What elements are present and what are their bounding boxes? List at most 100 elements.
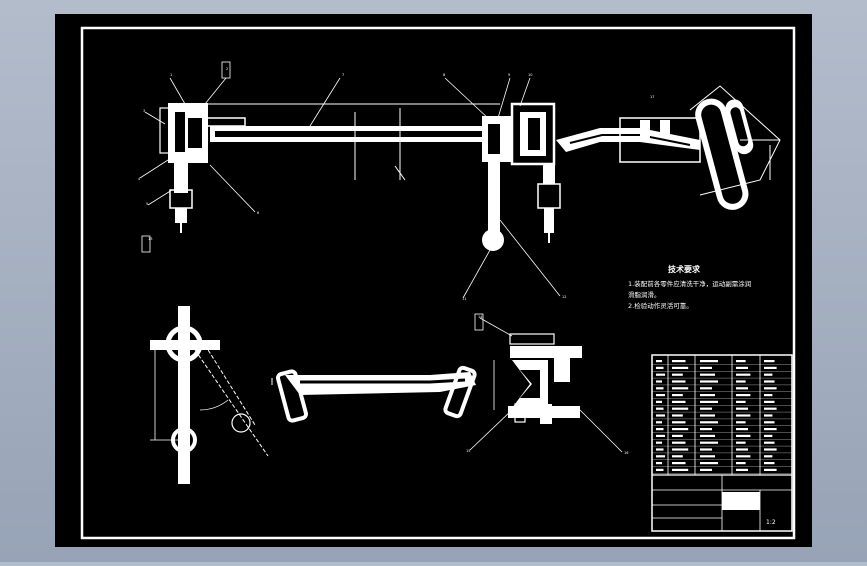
parts-list-cell <box>656 441 662 444</box>
parts-list-cell <box>700 366 712 369</box>
title-block-scale: 1:2 <box>766 519 776 526</box>
parts-list-cell <box>700 387 712 390</box>
parts-list-cell <box>736 373 751 376</box>
parts-list-cell <box>672 428 689 431</box>
parts-list-cell <box>764 394 773 397</box>
parts-list-cell <box>672 468 689 471</box>
parts-list-cell <box>672 421 686 424</box>
parts-list-cell <box>700 448 712 451</box>
parts-list-cell <box>656 394 665 397</box>
parts-list-cell <box>700 421 718 424</box>
parts-list-cell <box>700 373 715 376</box>
parts-list-cell <box>672 441 686 444</box>
parts-list-cell <box>656 414 665 417</box>
parts-list-cell <box>764 407 777 410</box>
part-balloon-8: 8 <box>443 73 445 77</box>
parts-list-cell <box>672 360 686 363</box>
parts-list-cell <box>656 428 664 431</box>
parts-list-cell <box>736 387 748 390</box>
part-balloon-5: 5 <box>146 202 148 206</box>
parts-list-cell <box>656 373 665 376</box>
parts-list-cell <box>672 434 683 437</box>
parts-list-cell <box>656 455 665 458</box>
part-balloon-12: 12 <box>562 295 566 299</box>
parts-list-cell <box>656 360 662 363</box>
parts-list-cell <box>656 468 664 471</box>
parts-list-cell <box>672 373 683 376</box>
parts-list-cell <box>700 468 712 471</box>
parts-list-cell <box>736 380 746 383</box>
parts-list-cell <box>736 441 746 444</box>
parts-list-cell <box>736 414 751 417</box>
main-assembly-view <box>139 61 781 299</box>
part-balloon-9: 9 <box>508 73 510 77</box>
tech-req-line-1: 1.装配前各零件应清洗干净，运动副需涂润 <box>628 279 751 288</box>
parts-list-cell <box>736 468 748 471</box>
parts-list-cell <box>656 400 662 403</box>
title-block <box>651 354 793 532</box>
parts-list-cell <box>764 373 773 376</box>
parts-list-cell <box>764 387 777 390</box>
parts-list-cell <box>700 380 718 383</box>
parts-list-cell <box>764 448 777 451</box>
parts-list-cell <box>700 428 712 431</box>
parts-list-cell <box>736 400 746 403</box>
parts-list-cell <box>736 421 746 424</box>
parts-list-cell <box>656 387 664 390</box>
parts-list-cell <box>700 400 718 403</box>
parts-list-cell <box>672 400 686 403</box>
parts-list-cell <box>656 462 662 465</box>
parts-list-cell <box>672 387 689 390</box>
parts-list-cell <box>700 434 715 437</box>
parts-list-cell <box>700 462 718 465</box>
parts-list-cell <box>672 407 689 410</box>
parts-list-cell <box>672 380 686 383</box>
parts-list-cell <box>764 400 775 403</box>
parts-list-cell <box>764 428 777 431</box>
parts-list-cell <box>736 394 751 397</box>
technical-requirements: 技术要求 1.装配前各零件应清洗干净，运动副需涂润 滑脂润滑。 2.检验动作灵活… <box>628 264 751 310</box>
tech-req-line-3: 2.检验动作灵活可靠。 <box>628 301 693 310</box>
tech-req-line-2: 滑脂润滑。 <box>628 290 661 299</box>
parts-list-cell <box>700 455 715 458</box>
parts-list-cell <box>672 462 686 465</box>
parts-list-cell <box>764 380 775 383</box>
parts-list-cell <box>672 455 683 458</box>
part-balloon-1: 1 <box>170 73 172 77</box>
part-balloon-10: 10 <box>528 73 532 77</box>
part-balloon-16: 16 <box>624 451 628 455</box>
parts-list-cell <box>700 407 712 410</box>
part-balloon-7: 7 <box>342 73 344 77</box>
parts-list-cell <box>656 434 665 437</box>
part-balloon-4: 4 <box>138 177 141 181</box>
part-balloon-14: 14 <box>478 315 483 319</box>
parts-list-cell <box>700 441 718 444</box>
parts-list-cell <box>764 462 775 465</box>
parts-list-cell <box>656 448 664 451</box>
parts-list-cell <box>764 414 773 417</box>
parts-list-cell <box>736 366 748 369</box>
parts-list-cell <box>736 448 748 451</box>
parts-list-cell <box>656 380 662 383</box>
part-balloon-2: 2 <box>226 67 228 71</box>
parts-list-cell <box>656 407 664 410</box>
parts-list-cell <box>736 455 751 458</box>
parts-list-cell <box>672 414 683 417</box>
parts-list-cell <box>700 414 715 417</box>
parts-list-cell <box>672 448 689 451</box>
link-detail-view <box>271 365 477 423</box>
parts-list-cell <box>764 468 777 471</box>
parts-list-cell <box>736 428 748 431</box>
crank-detail-view <box>150 306 269 484</box>
parts-list-cell <box>764 360 775 363</box>
parts-list-cell <box>656 421 662 424</box>
parts-list-cell <box>764 455 773 458</box>
parts-list-cell <box>764 366 777 369</box>
parts-list-cell <box>764 441 775 444</box>
tech-req-title: 技术要求 <box>668 264 701 274</box>
drawing-border <box>80 26 796 540</box>
part-balloon-6: 6 <box>257 211 259 215</box>
parts-list-cell <box>764 434 773 437</box>
